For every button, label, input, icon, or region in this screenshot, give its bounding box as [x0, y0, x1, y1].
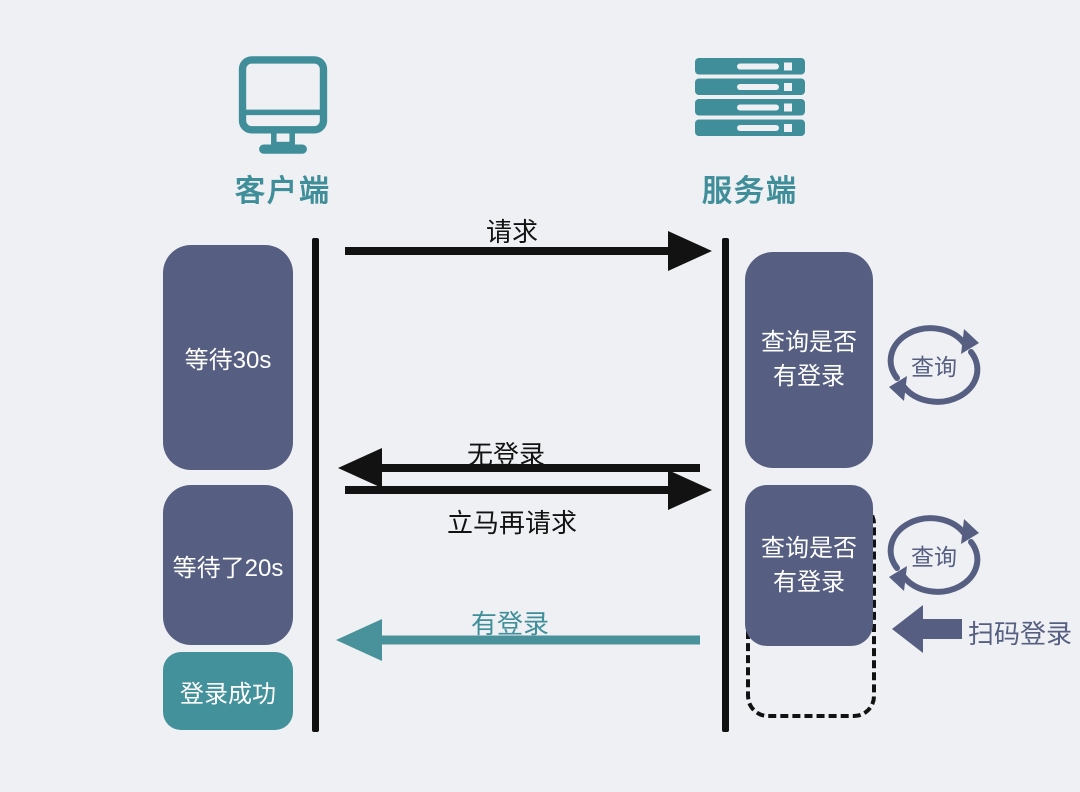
- server-step-line: 查询是否: [761, 534, 857, 562]
- server-step-line: 有登录: [773, 568, 845, 596]
- server-step-query-login-1: 查询是否 有登录: [745, 252, 873, 468]
- block-arrow-left-icon: [892, 605, 962, 653]
- query-loop-icon: 查询: [884, 511, 984, 599]
- client-step-waited-20s: 等待了20s: [163, 485, 293, 645]
- message-label-no-login: 无登录: [466, 440, 545, 470]
- query-loop-label: 查询: [911, 544, 957, 570]
- server-step-line: 查询是否: [761, 329, 857, 357]
- server-rack-icon: [695, 58, 805, 138]
- server-step-query-login-2: 查询是否 有登录: [745, 485, 873, 646]
- client-step-login-success: 登录成功: [163, 652, 293, 730]
- client-lifeline: [312, 238, 319, 732]
- client-actor-label: 客户端: [235, 175, 331, 208]
- server-lifeline: [722, 238, 729, 732]
- scan-login-label: 扫码登录: [968, 619, 1073, 649]
- message-label-request: 请求: [485, 217, 538, 247]
- client-step-label: 等待了20s: [172, 554, 284, 582]
- client-step-label: 等待30s: [184, 347, 272, 374]
- server-step-line: 有登录: [773, 363, 845, 390]
- query-loop-label: 查询: [911, 354, 957, 380]
- client-step-wait-30s: 等待30s: [163, 245, 293, 470]
- message-label-request-again: 立马再请求: [446, 508, 577, 538]
- query-loop-icon: 查询: [884, 321, 984, 409]
- message-label-has-login: 有登录: [470, 609, 549, 639]
- server-actor-label: 服务端: [702, 175, 798, 208]
- monitor-icon: [237, 55, 329, 155]
- client-step-label: 登录成功: [180, 680, 276, 708]
